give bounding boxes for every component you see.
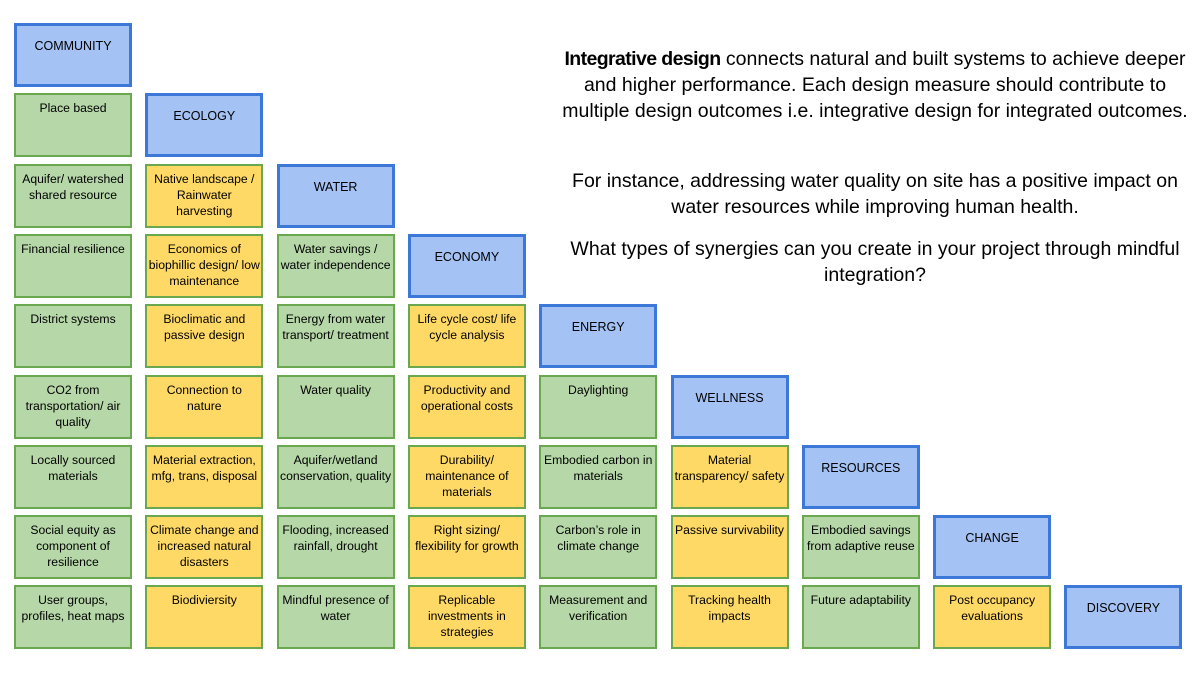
matrix-cell: Place based xyxy=(14,93,132,158)
intro-paragraph-2: For instance, addressing water quality o… xyxy=(572,170,1178,218)
matrix-cell: Material transparency/ safety xyxy=(670,444,789,509)
matrix-cell: Durability/ maintenance of materials xyxy=(407,444,526,509)
header-community: COMMUNITY xyxy=(14,23,132,87)
header-energy: ENERGY xyxy=(539,304,658,369)
matrix-cell: Water savings / water independence xyxy=(276,233,395,298)
intro-paragraph-1: Integrative design connects natural and … xyxy=(560,46,1190,124)
matrix-cell: District systems xyxy=(14,304,132,369)
matrix-cell: Productivity and operational costs xyxy=(407,374,526,439)
matrix-cell: User groups, profiles, heat maps xyxy=(14,585,132,650)
header-resources: RESOURCES xyxy=(801,444,920,509)
matrix-cell: Financial resilience xyxy=(14,233,132,298)
matrix-cell: Social equity as component of resilience xyxy=(14,515,132,580)
matrix-cell: Native landscape / Rainwater harvesting xyxy=(145,163,264,228)
matrix-cell: Economics of biophillic design/ low main… xyxy=(145,233,264,298)
matrix-cell: Material extraction, mfg, trans, disposa… xyxy=(145,444,264,509)
matrix-cell: Climate change and increased natural dis… xyxy=(145,515,264,580)
header-wellness: WELLNESS xyxy=(670,374,789,439)
matrix-cell: Life cycle cost/ life cycle analysis xyxy=(407,304,526,369)
matrix-cell: Passive survivability xyxy=(670,515,789,580)
header-change: CHANGE xyxy=(933,515,1052,580)
header-water: WATER xyxy=(276,163,395,228)
matrix-cell: Tracking health impacts xyxy=(670,585,789,650)
matrix-cell: Water quality xyxy=(276,374,395,439)
matrix-cell: Energy from water transport/ treatment xyxy=(276,304,395,369)
matrix-cell: Connection to nature xyxy=(145,374,264,439)
matrix-cell: Bioclimatic and passive design xyxy=(145,304,264,369)
matrix-cell: Biodiviersity xyxy=(145,585,264,650)
header-ecology: ECOLOGY xyxy=(145,93,264,158)
intro-rest: connects natural and built systems to ac… xyxy=(562,48,1188,122)
matrix-cell: Locally sourced materials xyxy=(14,444,132,509)
header-economy: ECONOMY xyxy=(407,233,526,298)
matrix-cell: Future adaptability xyxy=(801,585,920,650)
intro-paragraph-3: What types of synergies can you create i… xyxy=(570,238,1180,286)
matrix-cell: Aquifer/wetland conservation, quality xyxy=(276,444,395,509)
matrix-cell: Daylighting xyxy=(539,374,658,439)
matrix-cell: Aquifer/ watershed shared resource xyxy=(14,163,132,228)
matrix-cell: Mindful presence of water xyxy=(276,585,395,650)
matrix-cell: Embodied carbon in materials xyxy=(539,444,658,509)
matrix-cell: Flooding, increased rainfall, drought xyxy=(276,515,395,580)
matrix-cell: Embodied savings from adaptive reuse xyxy=(801,515,920,580)
matrix-cell: CO2 from transportation/ air quality xyxy=(14,374,132,439)
matrix-cell: Right sizing/ flexibility for growth xyxy=(407,515,526,580)
matrix-cell: Carbon’s role in climate change xyxy=(539,515,658,580)
matrix-cell: Replicable investments in strategies xyxy=(407,585,526,650)
header-discovery: DISCOVERY xyxy=(1064,585,1183,650)
intro-lead: Integrative design xyxy=(564,48,721,70)
matrix-cell: Measurement and verification xyxy=(539,585,658,650)
matrix-cell: Post occupancy evaluations xyxy=(933,585,1052,650)
